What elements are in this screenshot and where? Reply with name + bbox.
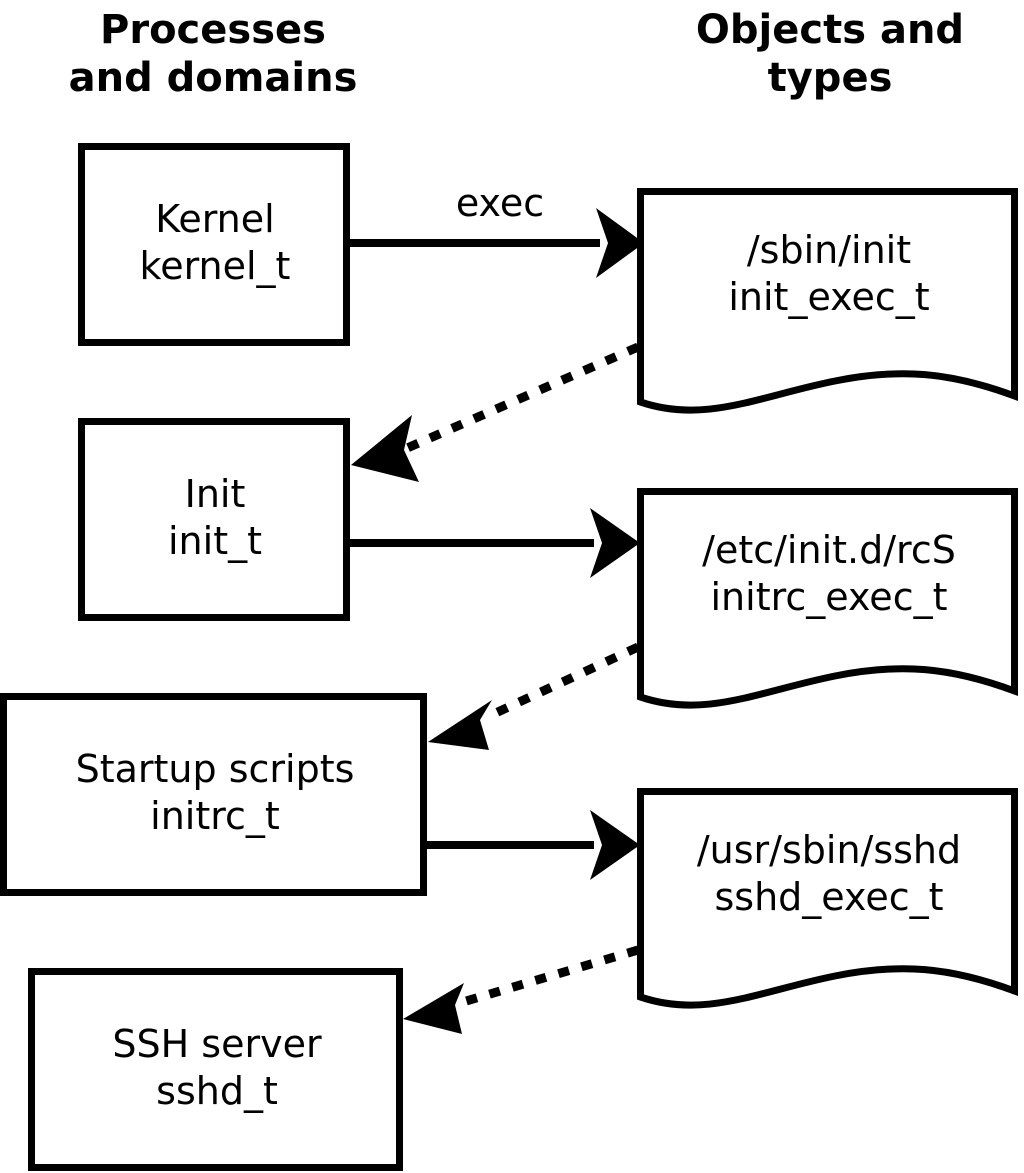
node-sshd_exec[interactable] — [637, 788, 1018, 1020]
edge-initrc-to-sshd_exec — [427, 810, 640, 880]
edge-label-exec: exec — [455, 181, 545, 225]
node-initrc[interactable] — [0, 693, 427, 896]
node-sshd-shape — [28, 968, 403, 1171]
column-heading-processes: Processes and domains — [68, 7, 358, 101]
edge-init-to-initrc_exec — [350, 508, 640, 578]
node-kernel[interactable] — [78, 143, 350, 346]
edge-init_exec-to-init — [351, 342, 640, 482]
node-initrc-shape — [0, 693, 427, 896]
edge-kernel-exec-init_exec — [350, 208, 644, 278]
edge-initrc_exec-to-initrc — [428, 642, 640, 750]
node-sshd[interactable] — [28, 968, 403, 1171]
node-init[interactable] — [78, 418, 350, 621]
edge-sshd_exec-to-sshd — [403, 945, 640, 1034]
node-kernel-shape — [78, 143, 350, 346]
node-initrc_exec[interactable] — [637, 488, 1018, 720]
node-sshd_exec-shape — [637, 788, 1018, 1009]
node-init_exec[interactable] — [637, 188, 1018, 420]
node-init_exec-shape — [637, 188, 1018, 414]
column-heading-objects: Objects and types — [695, 7, 965, 101]
node-initrc_exec-shape — [637, 488, 1018, 709]
node-init-shape — [78, 418, 350, 621]
